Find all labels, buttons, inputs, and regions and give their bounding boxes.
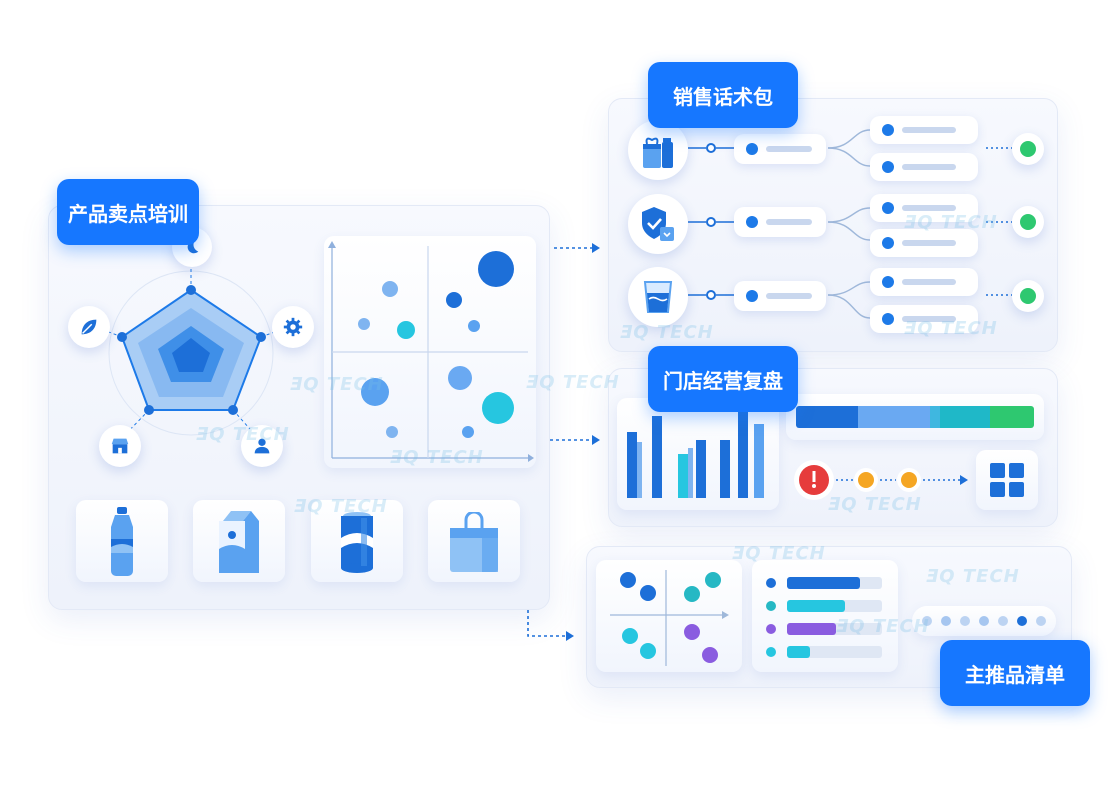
shield-check-icon (628, 194, 688, 254)
script-branch-1a (870, 116, 978, 144)
watermark: ƎQ TECH (904, 318, 998, 339)
water-bottle-icon (111, 507, 133, 576)
main-products-label: 主推品清单 (940, 640, 1090, 706)
watermark: ƎQ TECH (196, 424, 290, 445)
store-review-label: 门店经营复盘 (648, 346, 798, 412)
gift-box-icon (450, 512, 498, 572)
quadrant-bubble-chart (328, 241, 534, 462)
product-card-water (76, 500, 168, 582)
gift-drink-icon (628, 120, 688, 180)
script-branch-1b (870, 153, 978, 181)
script-branch-3a (870, 268, 978, 296)
shop-icon (99, 425, 141, 467)
watermark: ƎQ TECH (926, 566, 1020, 587)
watermark: ƎQ TECH (390, 447, 484, 468)
watermark: ƎQ TECH (828, 494, 922, 515)
script-branch-3b (870, 305, 978, 333)
product-card-milk (193, 500, 285, 582)
script-node-2 (734, 207, 826, 237)
soda-can-icon (341, 512, 373, 573)
grid-app-card (976, 450, 1038, 510)
product-training-label: 产品卖点培训 (57, 179, 199, 245)
watermark: ƎQ TECH (732, 543, 826, 564)
review-stacked-bar (796, 406, 1034, 428)
milk-carton-icon (219, 511, 259, 573)
cluster-chart (610, 570, 729, 666)
watermark: ƎQ TECH (620, 322, 714, 343)
user-icon (241, 425, 283, 467)
script-branch-2a (870, 194, 978, 222)
leaf-icon (68, 306, 110, 348)
grid-icon (990, 463, 1024, 497)
product-card-giftbox (428, 500, 520, 582)
product-card-soda (311, 500, 403, 582)
ranking-bars (766, 577, 882, 658)
review-bar-chart (627, 410, 764, 498)
review-flow (794, 460, 968, 500)
pagination-dots (912, 606, 1056, 636)
gear-icon (272, 306, 314, 348)
watermark: ƎQ TECH (904, 212, 998, 233)
script-node-3 (734, 281, 826, 311)
script-branch-2b (870, 229, 978, 257)
watermark: ƎQ TECH (836, 616, 930, 637)
script-node-1 (734, 134, 826, 164)
cup-icon (628, 267, 688, 327)
result-dot-1 (1012, 133, 1044, 165)
result-dot-2 (1012, 206, 1044, 238)
result-dot-3 (1012, 280, 1044, 312)
sales-pack-label: 销售话术包 (648, 62, 798, 128)
watermark: ƎQ TECH (294, 496, 388, 517)
sales-pack-connectors (688, 129, 1012, 319)
watermark: ƎQ TECH (290, 374, 384, 395)
radar-chart (92, 250, 292, 439)
watermark: ƎQ TECH (526, 372, 620, 393)
